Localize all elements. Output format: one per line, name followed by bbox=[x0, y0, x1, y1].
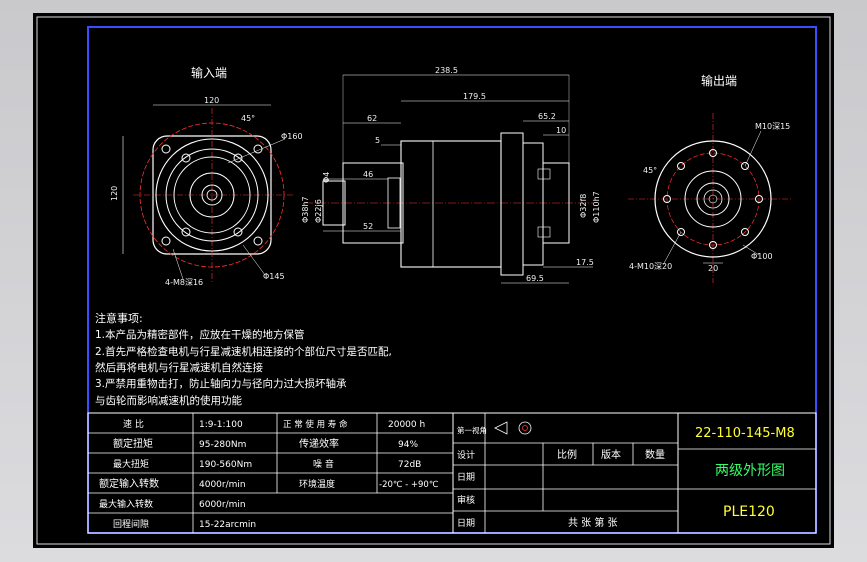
spec-label-4: 最大输入转数 bbox=[99, 498, 153, 510]
outer-border bbox=[36, 16, 831, 545]
dim-dia-e: Φ110h7 bbox=[592, 191, 601, 223]
dim-input-holes: 4-M8深16 bbox=[165, 278, 203, 287]
dim-dia-c: Φ4 bbox=[322, 172, 331, 183]
dim-dia-b: Φ22j6 bbox=[314, 199, 323, 223]
spec-value-1: 95-280Nm bbox=[199, 440, 246, 450]
spec-value2-3: -20℃ - +90℃ bbox=[379, 480, 439, 490]
dim-62: 62 bbox=[367, 114, 377, 123]
spec-label-2: 最大扭矩 bbox=[113, 458, 149, 470]
dim-46: 46 bbox=[363, 170, 373, 179]
input-end-view: 输入端 120 120 45° Φ160 Φ145 4-M8深16 bbox=[110, 65, 303, 287]
notes-block: 注意事项: 1.本产品为精密部件，应放在干燥的地方保管 2.首先严格检查电机与行… bbox=[95, 311, 392, 407]
dim-dia-a: Φ38h7 bbox=[301, 196, 310, 223]
spec-value2-2: 72dB bbox=[398, 460, 421, 470]
side-view: 238.5 179.5 62 5 46 52 65.2 10 17.5 69.5… bbox=[301, 66, 601, 284]
review-label: 审核 bbox=[457, 494, 475, 506]
note-line-1: 1.本产品为精密部件，应放在干燥的地方保管 bbox=[95, 328, 305, 341]
projection-label: 第一视角 bbox=[457, 425, 487, 435]
spec-label2-0: 正 常 使 用 寿 命 bbox=[283, 419, 348, 430]
spec-value-3: 4000r/min bbox=[199, 480, 246, 490]
spec-label2-3: 环境温度 bbox=[299, 478, 335, 490]
dim-17-5: 17.5 bbox=[576, 258, 594, 267]
title-block: 第一视角 设计 比例 版本 数量 日期 审核 日期 共 张 第 张 22-110… bbox=[452, 412, 817, 534]
part-number: 22-110-145-M8 bbox=[695, 426, 795, 441]
dim-input-width: 120 bbox=[204, 96, 219, 105]
spec-table: 速 比 1:9-1:100 正 常 使 用 寿 命 20000 h 额定扭矩 9… bbox=[87, 412, 454, 534]
design-label: 设计 bbox=[457, 449, 475, 461]
drawing-canvas[interactable]: 输入端 120 120 45° Φ160 Φ145 4-M8深16 bbox=[33, 13, 834, 548]
note-line-3: 然后再将电机与行星减速机自然连接 bbox=[95, 361, 263, 374]
output-end-label: 输出端 bbox=[701, 73, 737, 88]
dim-10: 10 bbox=[556, 126, 566, 135]
date2-label: 日期 bbox=[457, 518, 475, 529]
notes-title: 注意事项: bbox=[95, 311, 143, 325]
date-label: 日期 bbox=[457, 472, 475, 483]
dim-65: 65.2 bbox=[538, 112, 556, 121]
note-line-2: 2.首先严格检查电机与行星减速机相连接的个部位尺寸是否匹配, bbox=[95, 345, 392, 358]
dim-out-holes-top: M10深15 bbox=[755, 122, 790, 131]
first-angle-projection-icon bbox=[494, 421, 532, 435]
dim-input-d145: Φ145 bbox=[263, 272, 285, 281]
dim-69-5: 69.5 bbox=[526, 274, 544, 283]
spec-value-0: 1:9-1:100 bbox=[199, 420, 243, 430]
output-end-view: 输出端 M10深15 45° Φ100 20 4-M10深20 bbox=[628, 73, 793, 283]
note-line-5: 与齿轮而影响减速机的使用功能 bbox=[95, 394, 242, 407]
dim-out-angle: 45° bbox=[643, 166, 657, 175]
dim-out-d100: Φ100 bbox=[751, 252, 773, 261]
version-label: 版本 bbox=[601, 448, 621, 461]
dim-body-length: 179.5 bbox=[463, 92, 486, 101]
dim-total-length: 238.5 bbox=[435, 66, 458, 75]
quantity-label: 数量 bbox=[645, 448, 665, 461]
spec-label2-1: 传递效率 bbox=[299, 437, 339, 450]
dim-5: 5 bbox=[375, 136, 380, 145]
spec-label2-2: 噪 音 bbox=[313, 458, 334, 470]
spec-value-5: 15-22arcmin bbox=[199, 520, 256, 530]
dim-52: 52 bbox=[363, 222, 373, 231]
note-line-4: 3.严禁用重物击打，防止轴向力与径向力过大损坏轴承 bbox=[95, 377, 347, 390]
dim-input-height: 120 bbox=[110, 186, 119, 201]
dim-input-angle: 45° bbox=[241, 114, 255, 123]
spec-value2-1: 94% bbox=[398, 440, 418, 450]
dim-dia-d: Φ32f8 bbox=[579, 194, 588, 218]
spec-label-0: 速 比 bbox=[123, 418, 144, 430]
drawing-name: 两级外形图 bbox=[715, 463, 785, 479]
dim-out-20: 20 bbox=[708, 264, 718, 273]
spec-value-2: 190-560Nm bbox=[199, 460, 252, 470]
scale-label: 比例 bbox=[557, 448, 577, 461]
spec-label-1: 额定扭矩 bbox=[113, 437, 153, 450]
spec-label-5: 回程间隙 bbox=[113, 518, 149, 530]
dim-out-holes-bottom: 4-M10深20 bbox=[629, 262, 672, 271]
sheets-label: 共 张 第 张 bbox=[568, 516, 618, 529]
spec-value-4: 6000r/min bbox=[199, 500, 246, 510]
spec-value2-0: 20000 h bbox=[388, 420, 425, 430]
dim-input-d160: Φ160 bbox=[281, 132, 303, 141]
input-end-label: 输入端 bbox=[191, 65, 227, 80]
spec-label-3: 额定输入转数 bbox=[99, 477, 159, 490]
model-number: PLE120 bbox=[723, 504, 775, 520]
